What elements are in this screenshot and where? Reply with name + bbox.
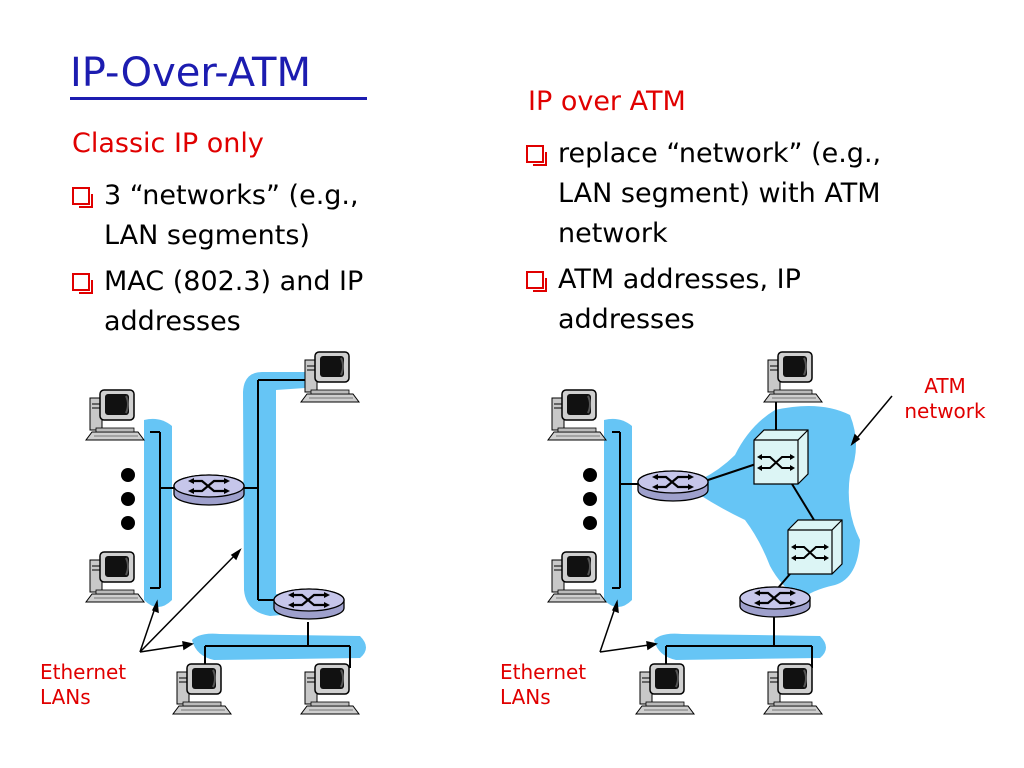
left-bullet-list: 3 “networks” (e.g., LAN segments) MAC (8… [72,176,452,342]
atm-network-label: ATM network [895,374,995,424]
left-lan-2-shape [243,372,316,616]
left-pc-top-left-icon [85,389,145,441]
right-bullet-1: replace “network” (e.g., LAN segment) wi… [526,134,906,254]
right-pc-bottom-1-icon [635,663,695,715]
right-diagram [547,351,893,715]
right-ethernet-label: Ethernet LANs [500,660,586,710]
left-router-2-icon [272,587,346,621]
left-ethernet-label: Ethernet LANs [40,660,126,710]
left-pc-bottom-left-icon [85,551,145,603]
right-bullet-2-text: ATM addresses, IP addresses [558,264,801,335]
bullet-icon [72,273,93,294]
left-lan-1-shape [144,418,172,607]
left-heading: Classic IP only [72,128,264,159]
right-lan-1-shape [604,418,632,607]
left-ethernet-label-line2: LANs [40,685,91,709]
title-underline [70,97,367,100]
left-pc-bottom-1-icon [172,663,232,715]
left-bullet-1: 3 “networks” (e.g., LAN segments) [72,176,452,256]
right-router-1-icon [636,469,710,503]
right-ethernet-label-line1: Ethernet [500,660,587,684]
right-bullet-2: ATM addresses, IP addresses [526,260,906,340]
atm-switch-2-icon [787,519,843,575]
atm-network-label-line2: network [904,399,986,423]
left-router-1-icon [172,473,246,507]
atm-network-label-line1: ATM [924,374,966,398]
left-ethernet-label-line1: Ethernet [40,660,127,684]
bullet-icon [526,145,547,166]
right-arrows [599,395,893,653]
right-pc-bottom-2-icon [763,663,823,715]
left-bullet-2-text: MAC (802.3) and IP addresses [104,266,364,337]
right-bullet-1-text: replace “network” (e.g., LAN segment) wi… [558,138,882,249]
right-ellipsis-icon [583,468,597,530]
bullet-icon [526,271,547,292]
left-pc-bottom-2-icon [300,663,360,715]
left-pc-top-right-icon [300,351,360,403]
slide-title: IP-Over-ATM [70,50,311,96]
left-bullet-2: MAC (802.3) and IP addresses [72,262,452,342]
right-heading: IP over ATM [528,86,686,117]
left-bullet-1-text: 3 “networks” (e.g., LAN segments) [104,180,359,251]
left-arrows [139,548,242,653]
right-pc-top-left-icon [547,389,607,441]
right-router-2-icon [738,585,812,619]
right-pc-bottom-left-icon [547,551,607,603]
right-ethernet-label-line2: LANs [500,685,551,709]
atm-switch-1-icon [753,429,809,485]
right-pc-top-right-icon [763,351,823,403]
right-bullet-list: replace “network” (e.g., LAN segment) wi… [526,134,906,340]
left-diagram [85,351,366,715]
left-ellipsis-icon [121,468,135,530]
bullet-icon [72,187,93,208]
